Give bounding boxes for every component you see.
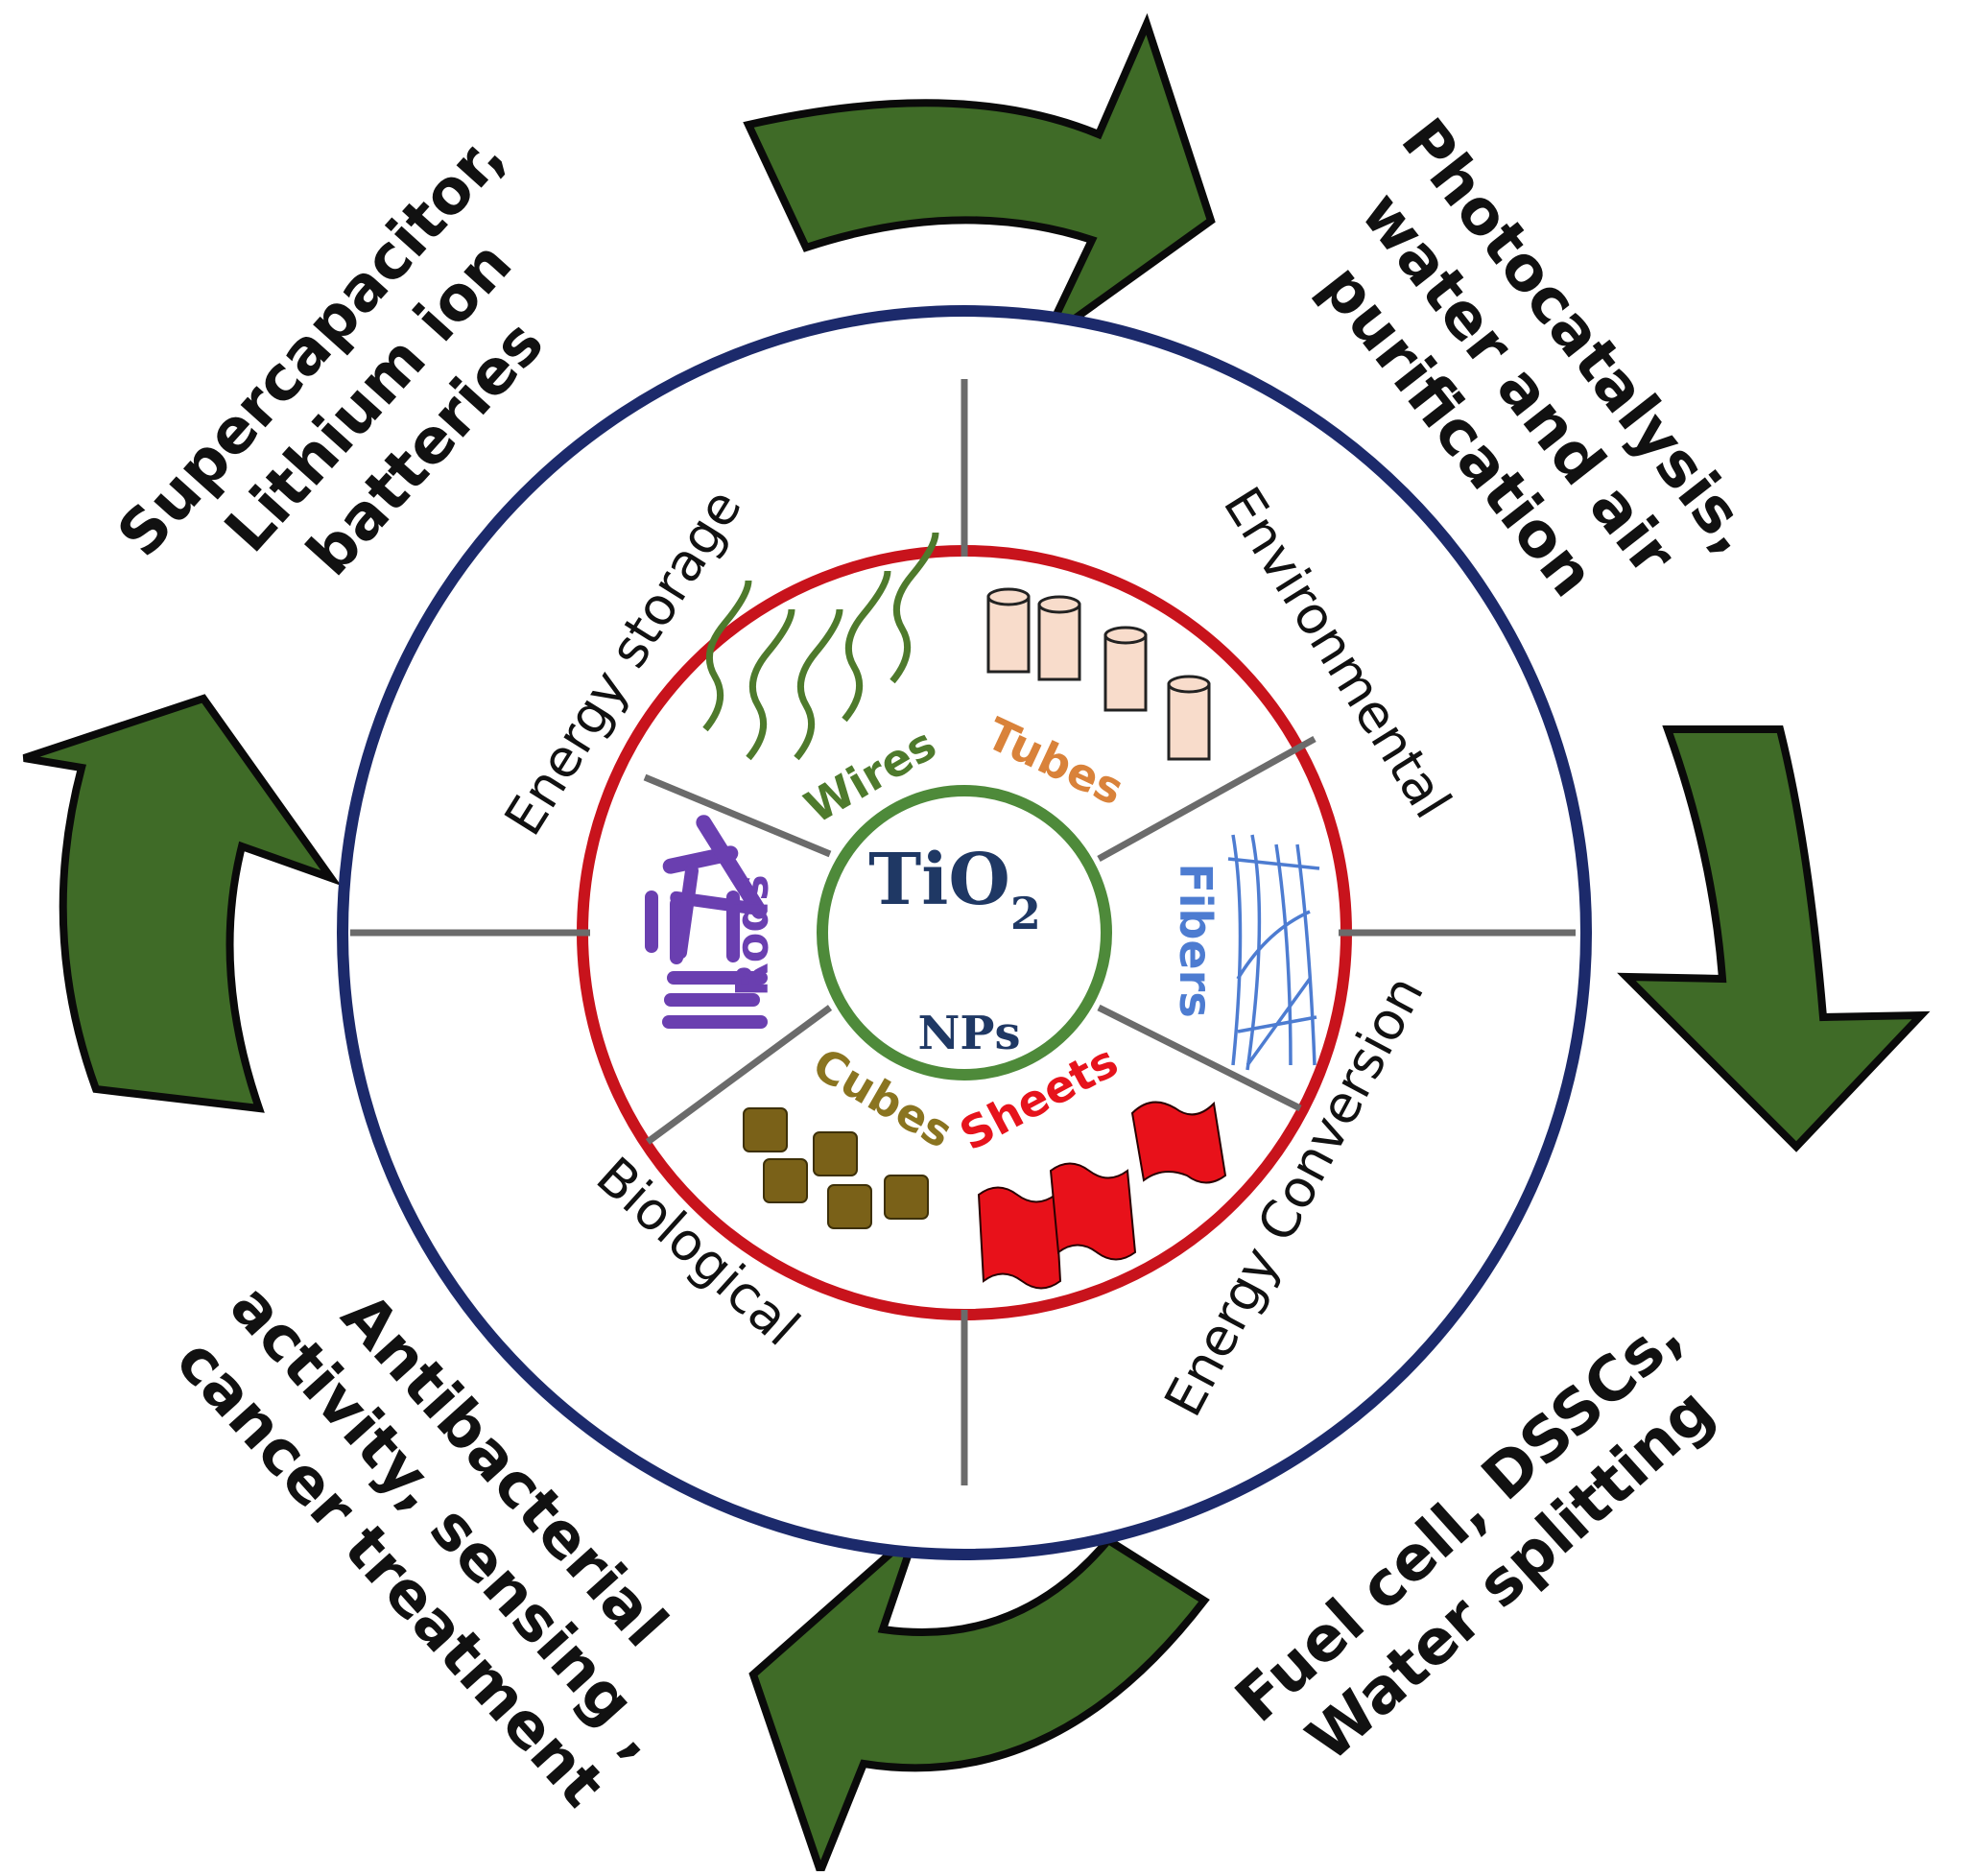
curved-arrow-left-icon — [748, 1518, 1210, 1876]
sector-dividers — [350, 379, 1576, 1485]
rods-illustration — [645, 815, 768, 1029]
rod — [664, 993, 760, 1007]
cube — [743, 1107, 788, 1152]
rod — [662, 1015, 768, 1029]
cube — [827, 1184, 872, 1229]
center-formula: TiO2 — [868, 839, 1041, 939]
sheet — [1049, 1162, 1137, 1261]
morphology-rods: Rods — [726, 874, 778, 996]
cubes-illustration — [743, 1107, 929, 1229]
rod — [667, 971, 768, 985]
sheet — [1130, 1101, 1227, 1184]
spoke-lower-right — [1097, 1004, 1302, 1112]
tube — [1103, 626, 1148, 712]
rod — [726, 891, 740, 962]
wires-illustration — [702, 532, 939, 761]
cube — [884, 1175, 929, 1220]
sheet — [977, 1186, 1062, 1290]
tube — [986, 587, 1031, 674]
fibers-illustration — [1227, 834, 1320, 1071]
cycle-arrows — [22, 12, 1931, 1876]
rod — [674, 864, 699, 960]
center-label: NPs — [918, 1007, 1021, 1060]
rod — [645, 891, 658, 953]
spoke-upper-right — [1097, 735, 1317, 863]
cube — [763, 1158, 808, 1203]
curved-arrow-up-icon — [22, 694, 342, 1113]
tubes-illustration — [986, 587, 1211, 761]
curved-arrow-right-icon — [743, 12, 1216, 344]
morphology-fibers: Fibers — [1170, 863, 1222, 1017]
cube — [813, 1131, 858, 1176]
spoke-upper-left — [643, 773, 832, 858]
tube — [1167, 675, 1211, 761]
curved-arrow-down-icon — [1617, 725, 1931, 1152]
sheets-illustration — [977, 1101, 1227, 1290]
inner-ring — [817, 785, 1112, 1080]
tube — [1037, 595, 1081, 681]
spoke-lower-left — [645, 1005, 833, 1145]
rod — [696, 815, 768, 919]
